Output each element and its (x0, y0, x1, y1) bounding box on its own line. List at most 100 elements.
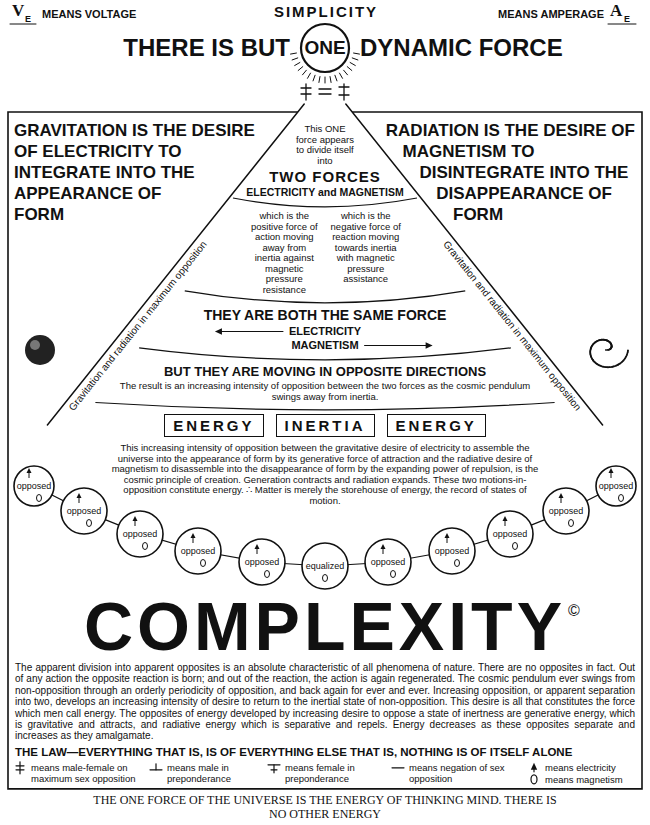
circle-border (239, 539, 285, 585)
legend-text: means male-female on maximum sex opposit… (31, 762, 149, 784)
force-arrow (217, 331, 283, 332)
dust-dot (626, 354, 628, 356)
voltage-subscript: E (25, 14, 31, 24)
sex-symbol (301, 87, 311, 88)
electricity-mark (503, 516, 508, 521)
dust-dot (619, 363, 621, 365)
dust-dot (596, 340, 598, 342)
circle-border (301, 24, 349, 72)
force-name: MAGNETISM (291, 339, 358, 352)
dust-dot (592, 360, 594, 362)
node-text: INERTIA (285, 417, 366, 434)
dust-dot (609, 341, 611, 343)
dust-dot (592, 359, 594, 361)
sun-ray (344, 70, 348, 75)
caption: THE ONE FORCE OF THE UNIVERSE IS THE ENE… (85, 793, 565, 821)
dust-dot (590, 353, 592, 355)
symbol-meaning: MEANS VOLTAGE (42, 8, 136, 20)
dust-dot (595, 341, 597, 343)
sun-ray (325, 77, 326, 83)
dust-dot (605, 366, 607, 368)
dust-dot (604, 339, 606, 341)
dust-dot (598, 339, 600, 341)
electricity-mark (191, 533, 196, 538)
node-text: ONE (304, 37, 345, 59)
electricity-mark (133, 516, 138, 521)
sun-ray (308, 73, 311, 78)
dust-dot (610, 366, 612, 368)
dust-dot (590, 347, 592, 349)
dust-dot (596, 363, 598, 365)
dust-dot (590, 346, 592, 348)
sun-ray (313, 75, 315, 81)
legend-symbol (531, 775, 537, 784)
magnetism-mark (265, 571, 270, 578)
dust-dot (603, 339, 605, 341)
dust-dot (593, 342, 595, 344)
dust-dot (593, 343, 595, 345)
dust-dot (622, 360, 624, 362)
sex-symbol (301, 93, 311, 94)
amperage-subscript: E (624, 14, 630, 24)
circle-border (543, 488, 589, 534)
magnetism-mark (323, 575, 328, 582)
electricity-mark (27, 468, 32, 473)
fan-text: This increasing intensity of opposition … (110, 443, 540, 506)
legend-symbol (19, 762, 20, 774)
legend-symbol (16, 769, 24, 770)
sex-symbol (339, 86, 349, 87)
dust-dot (607, 366, 609, 368)
explanation-text: The apparent division into apparent oppo… (15, 662, 635, 742)
circle-border (365, 539, 411, 585)
dust-dot (621, 361, 623, 363)
magnetism-mark (513, 542, 518, 549)
dust-dot (596, 363, 598, 365)
sun-ray (298, 67, 303, 71)
electricity-mark (381, 544, 386, 549)
band-arc (95, 403, 554, 410)
equals-symbol (319, 93, 331, 94)
legend-symbol (271, 769, 277, 770)
dust-dot (590, 356, 592, 358)
force-arrow-head (215, 328, 222, 334)
dust-dot (590, 348, 592, 350)
dust-dot (589, 351, 591, 353)
legend-symbol (273, 765, 274, 773)
node-text: opposed (493, 529, 528, 539)
dust-dot (624, 358, 626, 360)
law-statement: THE LAW—EVERYTHING THAT IS, IS OF EVERYT… (15, 745, 572, 759)
node-text: opposed (67, 506, 102, 516)
magnetism-mark (37, 494, 42, 501)
legend-symbol (531, 763, 537, 770)
circle-border (596, 466, 636, 506)
dust-dot (627, 350, 629, 352)
legend-symbol (155, 764, 156, 770)
node-text: opposed (599, 481, 634, 491)
symbol-stroke (608, 24, 636, 25)
dust-dot (623, 360, 625, 362)
state-circle: opposed (13, 465, 55, 507)
state-circle: opposed (116, 510, 164, 558)
sun-ray (303, 70, 307, 75)
circle-border (14, 466, 54, 506)
node-text: opposed (123, 529, 158, 539)
magnetism-mark (87, 520, 92, 527)
dust-dot (609, 366, 611, 368)
amperage-symbol: A (610, 1, 622, 21)
fan-text: which is the positive force of action mo… (249, 211, 320, 295)
magnetism-mark (391, 571, 396, 578)
legend-symbol (16, 765, 24, 766)
dust-dot (597, 340, 599, 342)
dust-dot (608, 349, 610, 351)
dust-dot (610, 347, 612, 349)
dust-dot (611, 344, 613, 346)
magnetism-mark (201, 559, 206, 566)
node-text: opposed (245, 557, 280, 567)
dust-dot (610, 343, 612, 345)
dust-dot (615, 365, 617, 367)
dust-dot (601, 339, 603, 341)
dust-dot (598, 339, 600, 341)
complexity-heading: COMPLEXITY (84, 594, 566, 658)
state-circle: equalized (301, 542, 349, 590)
dust-dot (602, 366, 604, 368)
